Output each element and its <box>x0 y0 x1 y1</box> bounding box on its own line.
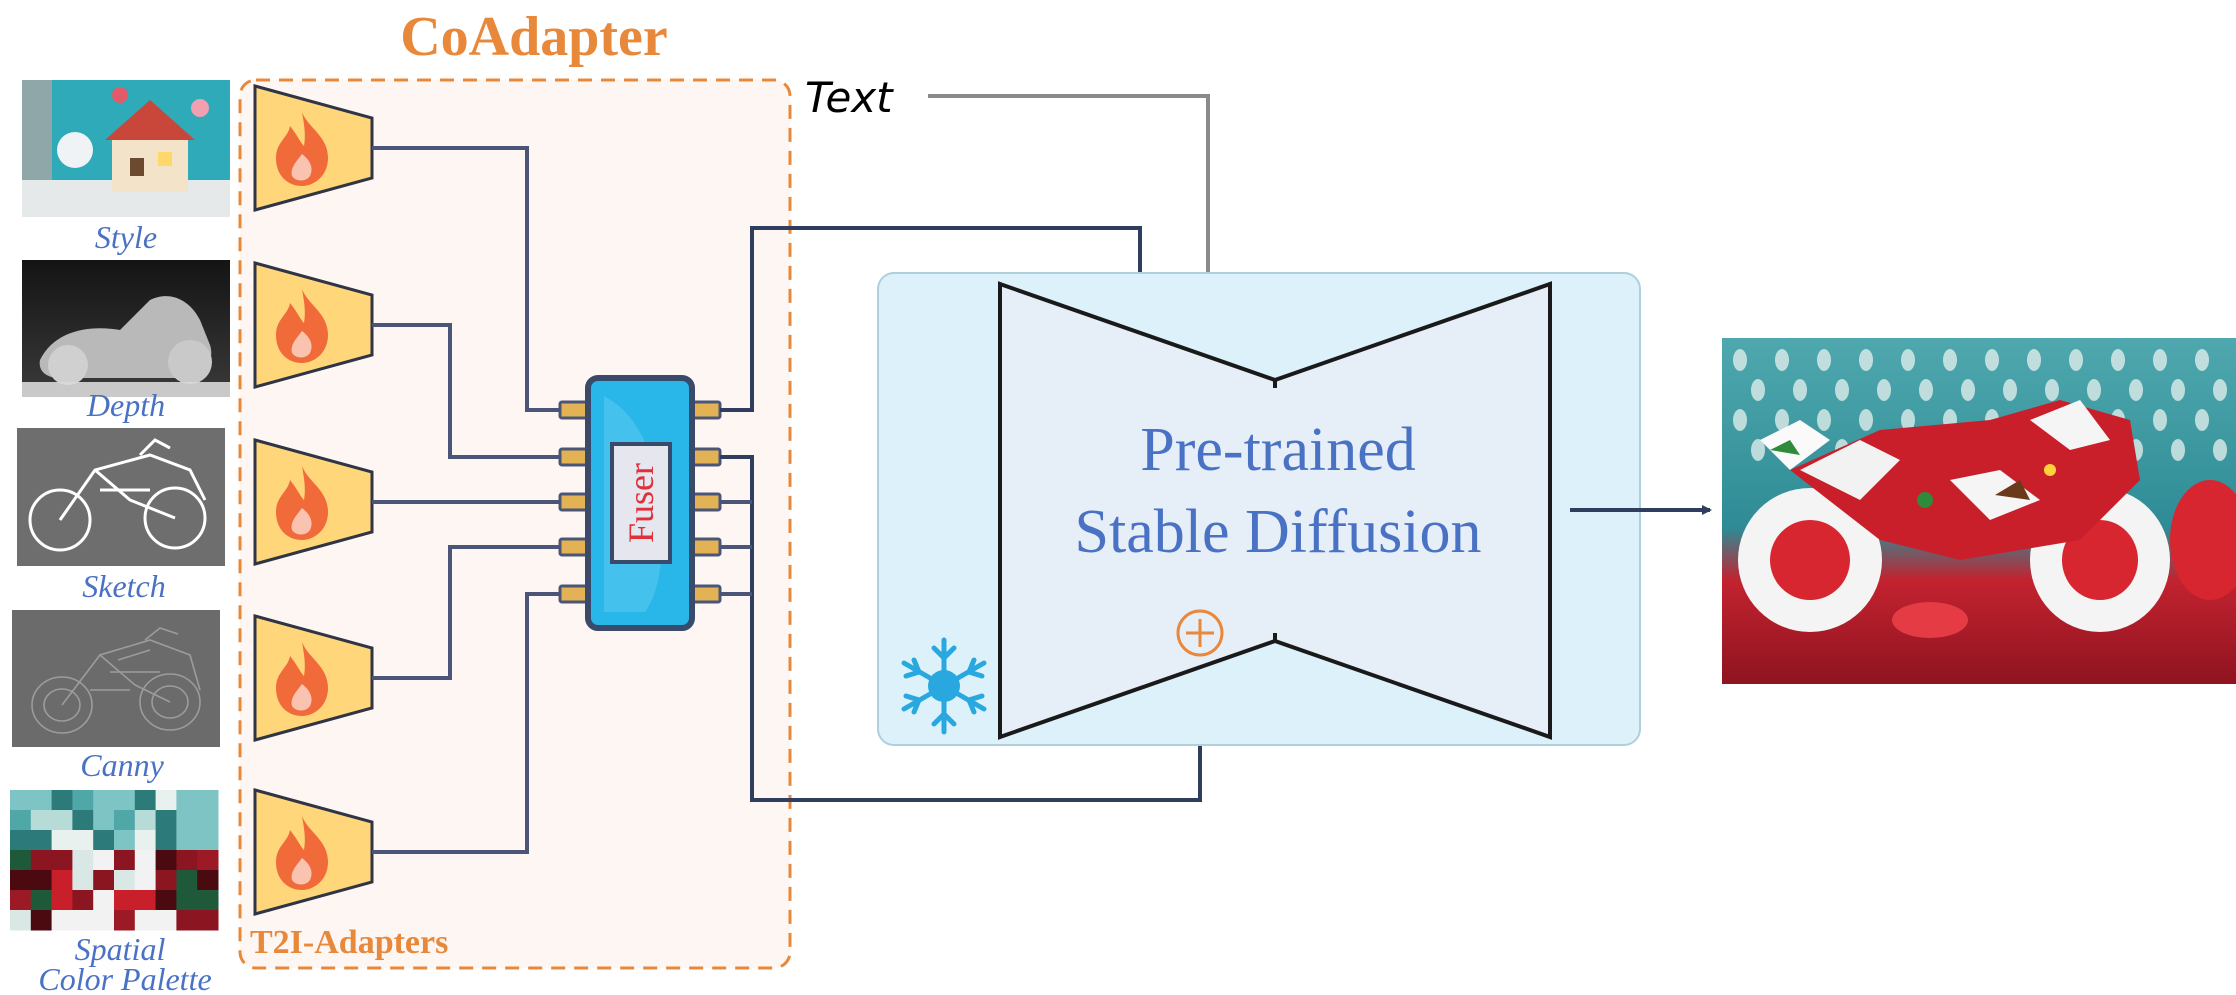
input-canny-image <box>12 610 220 747</box>
input-label-depth: Depth <box>86 387 165 423</box>
fuser-chip: Fuser <box>558 375 722 631</box>
generated-output-image <box>1722 338 2236 684</box>
adapter-to-fuser-lines <box>372 146 560 854</box>
fuser-label: Fuser <box>621 463 661 543</box>
input-label-style: Style <box>95 219 157 255</box>
flame-icon <box>276 112 328 186</box>
flame-icon <box>276 466 328 540</box>
flame-icon <box>276 816 328 890</box>
input-label-color-palette: Color Palette <box>38 961 211 995</box>
adapter-2 <box>253 261 374 389</box>
unet-label-line2: Stable Diffusion <box>1075 498 1482 566</box>
unet-label-line1: Pre-trained <box>1140 416 1415 484</box>
adapter-4 <box>253 614 374 742</box>
diagram-title: CoAdapter <box>400 6 668 68</box>
input-label-spatial: Spatial <box>75 931 166 967</box>
flame-icon <box>276 642 328 716</box>
input-style-image <box>22 80 230 217</box>
fuser-output-lines <box>720 226 1205 802</box>
input-depth-image <box>22 260 230 397</box>
plus-circle-icon <box>1176 609 1224 657</box>
input-palette-image <box>10 790 219 931</box>
text-to-unet-arrow <box>928 94 1213 346</box>
snowflake-icon <box>901 637 987 735</box>
input-label-canny: Canny <box>80 747 164 783</box>
text-prompt-label: Text <box>805 73 894 122</box>
coadapter-group-box <box>238 78 792 970</box>
t2i-adapters-label: T2I-Adapters <box>250 924 448 961</box>
input-sketch-image <box>17 428 225 566</box>
input-label-sketch: Sketch <box>82 568 166 604</box>
adapter-1 <box>253 84 374 212</box>
adapter-5 <box>253 788 374 916</box>
flame-icon <box>276 289 328 363</box>
adapter-3 <box>253 438 374 566</box>
